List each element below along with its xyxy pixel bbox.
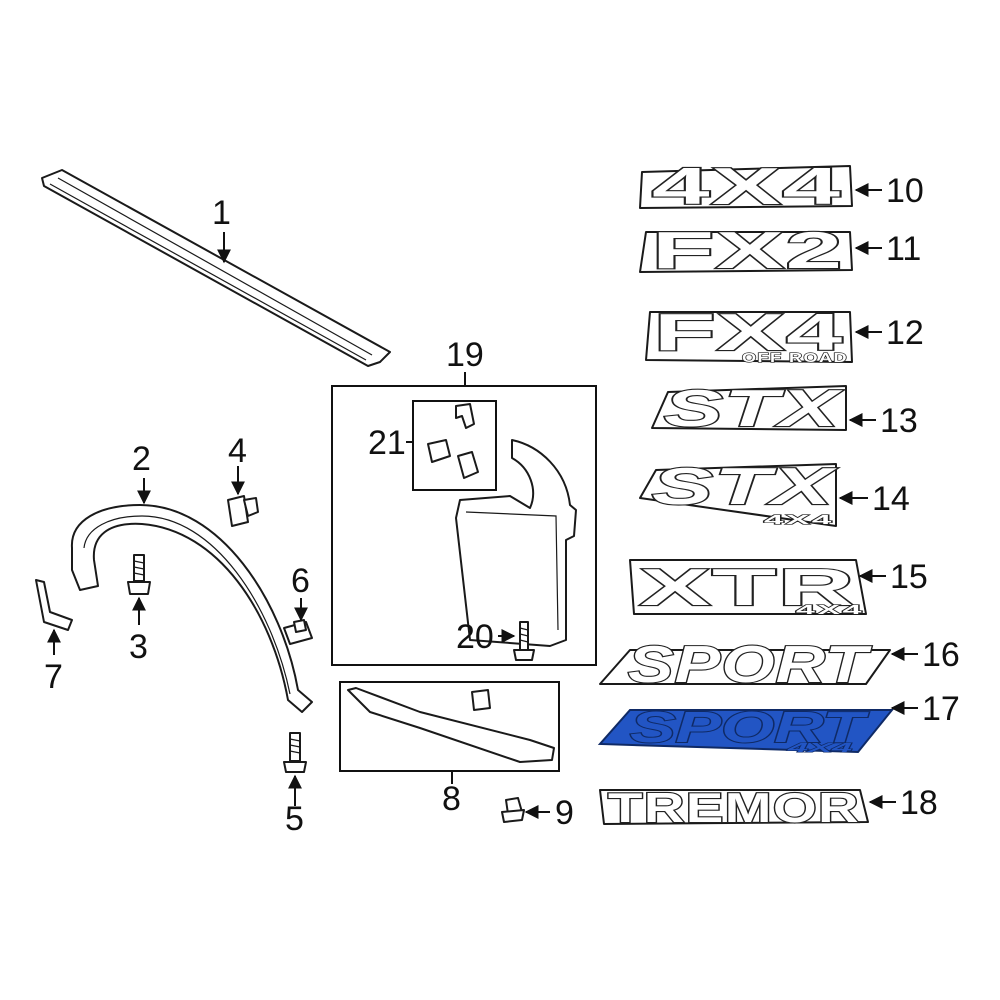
- callout-14: 14: [838, 480, 910, 518]
- callout-number-5: 5: [285, 800, 304, 838]
- callout-number-15: 15: [890, 558, 928, 596]
- emblem-16-sport[interactable]: SPORT: [599, 635, 891, 695]
- callout-18: 18: [868, 784, 938, 822]
- emblem-17-subtext: 4X4: [785, 740, 854, 755]
- callout-21: 21: [368, 424, 413, 462]
- emblem-17-sport-4x4[interactable]: SPORT 4X4: [597, 702, 895, 756]
- emblem-13-text: STX: [664, 380, 844, 438]
- part-20-bolt[interactable]: [513, 621, 535, 661]
- emblem-16-text: SPORT: [628, 636, 872, 694]
- callout-number-9: 9: [555, 794, 574, 832]
- callout-number-6: 6: [291, 562, 310, 600]
- callout-number-16: 16: [922, 636, 960, 674]
- emblem-17-text: SPORT: [630, 703, 869, 752]
- callout-number-11: 11: [886, 230, 921, 268]
- callout-number-1: 1: [212, 194, 231, 232]
- callout-5: 5: [285, 774, 304, 838]
- emblem-15-xtr-4x4[interactable]: XTR 4X4: [629, 558, 867, 618]
- emblem-14-subtext: 4X4: [764, 512, 834, 527]
- callout-3: 3: [129, 596, 148, 666]
- part-3-bolt[interactable]: [127, 554, 151, 595]
- callout-number-18: 18: [900, 784, 938, 822]
- callout-number-4: 4: [228, 432, 247, 470]
- part-21-clips[interactable]: [427, 403, 479, 479]
- part-8-splash-shield[interactable]: [347, 687, 555, 763]
- callout-number-21: 21: [368, 424, 406, 462]
- callout-16: 16: [890, 636, 960, 674]
- callout-number-2: 2: [132, 440, 151, 478]
- callout-6: 6: [291, 562, 310, 622]
- callout-13: 13: [848, 402, 918, 440]
- callout-number-13: 13: [880, 402, 918, 440]
- callout-8: 8: [442, 771, 461, 818]
- callout-1: 1: [212, 194, 231, 264]
- emblem-11-fx2[interactable]: FX2: [639, 221, 853, 281]
- callout-15: 15: [858, 558, 928, 596]
- emblem-12-fx4-off-road[interactable]: FX4 OFF ROAD: [645, 303, 853, 366]
- emblem-12-subtext: OFF ROAD: [742, 350, 848, 365]
- callout-number-17: 17: [922, 690, 960, 728]
- emblem-13-stx[interactable]: STX: [651, 379, 847, 439]
- callout-9: 9: [524, 794, 574, 832]
- callout-12: 12: [854, 314, 924, 352]
- emblem-12-text: FX4: [654, 304, 844, 362]
- clip-box-21: [412, 400, 497, 491]
- emblem-18-text: TREMOR: [608, 784, 860, 831]
- callout-20: 20: [456, 618, 516, 656]
- callout-number-8: 8: [442, 780, 461, 818]
- part-6-nut-clip[interactable]: [283, 619, 313, 645]
- callout-17: 17: [890, 690, 960, 728]
- mud-flap[interactable]: [455, 439, 577, 647]
- emblem-10-text: 4X4: [652, 158, 842, 216]
- part-4-clip[interactable]: [227, 495, 259, 527]
- part-box-8: [339, 681, 560, 772]
- callout-19: 19: [446, 336, 484, 386]
- callout-number-7: 7: [44, 658, 63, 696]
- part-7-bracket[interactable]: [35, 579, 73, 631]
- callout-number-3: 3: [129, 628, 148, 666]
- part-5-bolt[interactable]: [283, 732, 307, 773]
- part-1-molding-strip[interactable]: [41, 169, 391, 367]
- emblem-15-text: XTR: [640, 559, 856, 617]
- callout-number-20: 20: [456, 618, 494, 656]
- callout-11: 11: [854, 230, 921, 268]
- emblem-14-stx-4x4[interactable]: STX 4X4: [639, 457, 838, 528]
- callout-10: 10: [854, 172, 924, 210]
- emblem-15-subtext: 4X4: [796, 602, 864, 617]
- part-9-push-pin[interactable]: [501, 797, 525, 823]
- callout-number-12: 12: [886, 314, 924, 352]
- emblem-11-text: FX2: [652, 222, 844, 280]
- callout-number-19: 19: [446, 336, 484, 374]
- callout-number-10: 10: [886, 172, 924, 210]
- callout-7: 7: [44, 628, 63, 696]
- emblem-14-text: STX: [652, 458, 838, 516]
- callout-2: 2: [132, 440, 151, 505]
- emblem-10-4x4[interactable]: 4X4: [639, 157, 853, 217]
- callout-number-14: 14: [872, 480, 910, 518]
- part-2-wheel-flare[interactable]: [70, 504, 313, 713]
- callout-4: 4: [228, 432, 247, 496]
- emblem-18-tremor[interactable]: TREMOR: [599, 783, 869, 832]
